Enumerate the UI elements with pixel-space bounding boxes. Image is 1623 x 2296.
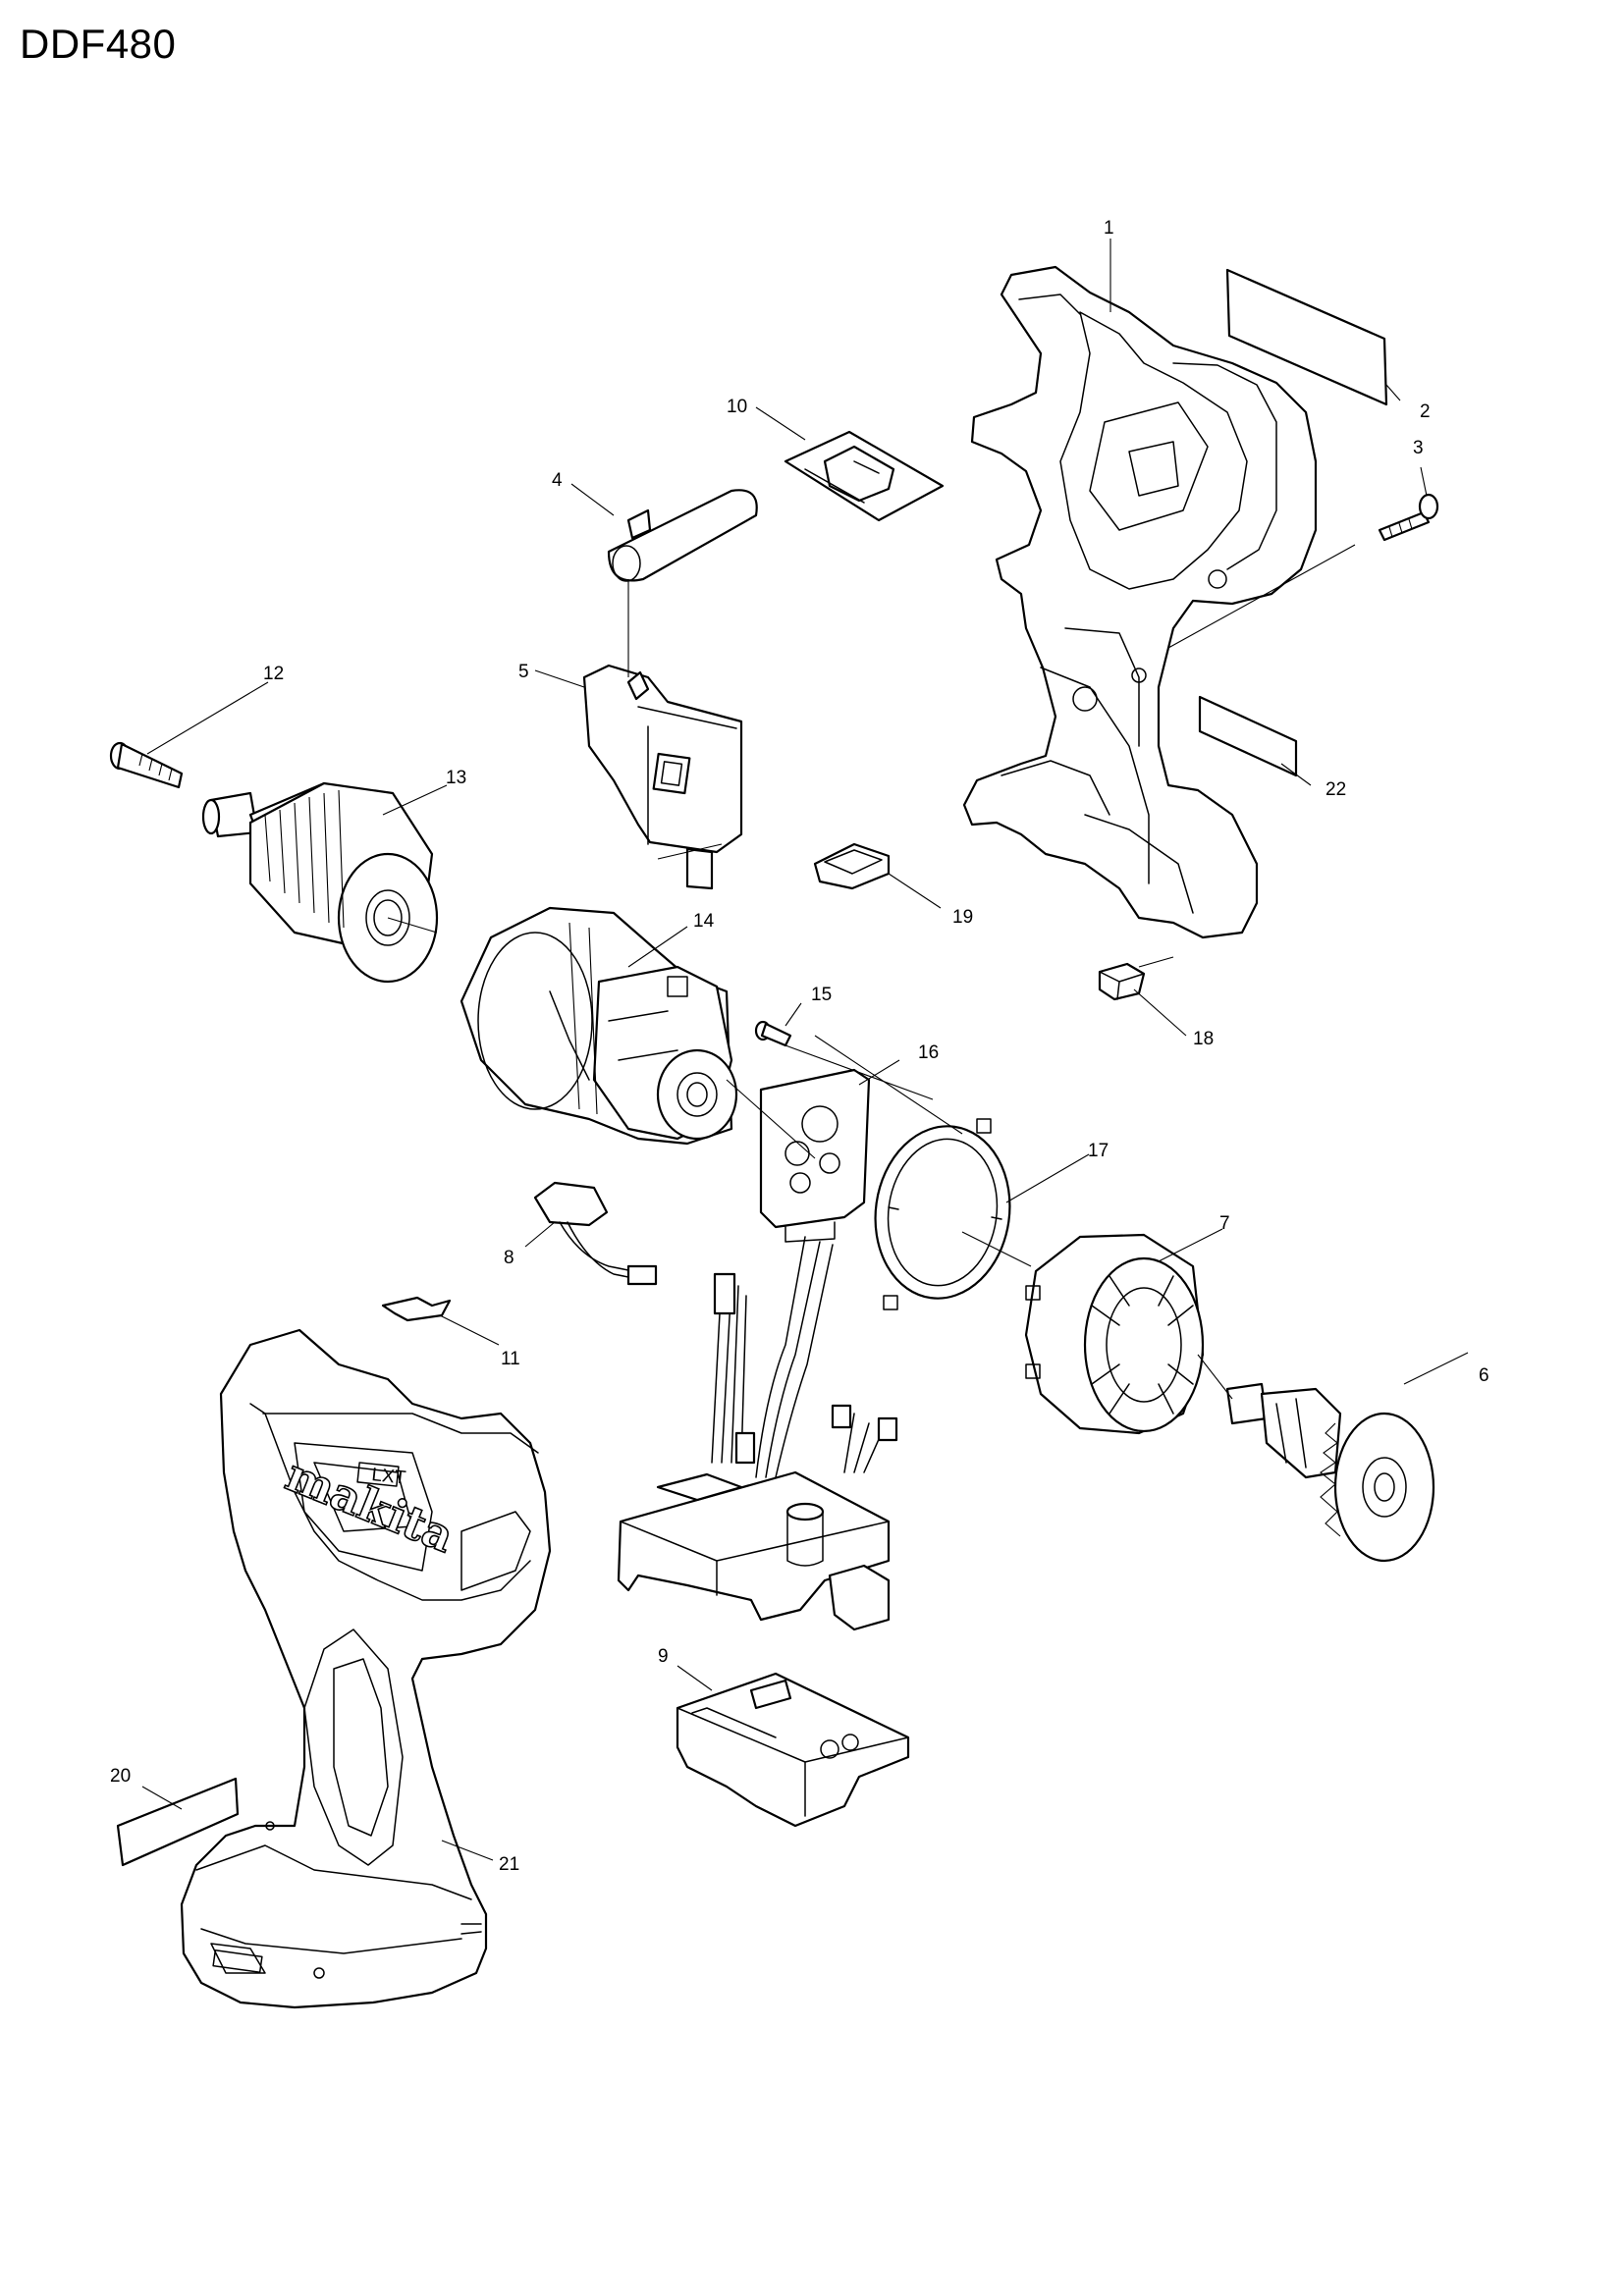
part-14-gear-assembly	[460, 906, 738, 1146]
voltage-badge-text: LXT	[370, 1465, 406, 1489]
leader-10	[755, 406, 806, 441]
callout-5: 5	[518, 662, 529, 682]
part-4-switch-lever	[607, 489, 758, 582]
leader-19	[888, 873, 942, 909]
callout-4: 4	[552, 470, 563, 491]
leader-20	[141, 1786, 183, 1810]
callout-20: 20	[110, 1766, 131, 1787]
callout-7: 7	[1219, 1213, 1230, 1234]
leader-14	[627, 926, 688, 968]
callout-8: 8	[504, 1248, 514, 1268]
part-11-insulation-plate	[381, 1296, 452, 1322]
leader-21	[441, 1840, 494, 1861]
callout-17: 17	[1088, 1141, 1109, 1161]
leader-17	[1005, 1153, 1090, 1203]
controller-assembly	[617, 1236, 898, 1631]
leader-12	[146, 681, 269, 755]
leader-15	[784, 1002, 802, 1027]
leader-22	[1280, 763, 1312, 786]
callout-11: 11	[501, 1349, 520, 1369]
callout-14: 14	[693, 911, 715, 932]
leader-18	[1133, 988, 1187, 1037]
callout-15: 15	[811, 985, 832, 1005]
part-19-cap	[813, 842, 891, 890]
leader-3	[1420, 466, 1428, 497]
leader-6	[1403, 1352, 1469, 1385]
part-9-terminal	[676, 1672, 910, 1828]
part-16-baffle-plate	[759, 1068, 871, 1243]
part-17-sensor-ring	[874, 1118, 1011, 1310]
callout-18: 18	[1193, 1029, 1214, 1049]
leader-5	[534, 669, 585, 688]
part-7-stator	[1024, 1233, 1205, 1435]
callout-2: 2	[1420, 401, 1431, 422]
leader-4	[570, 483, 615, 516]
callout-19: 19	[952, 907, 973, 928]
callout-12: 12	[263, 664, 284, 684]
part-5-switch	[582, 664, 743, 890]
leader-2	[1385, 384, 1401, 401]
part-3-screw	[1378, 493, 1439, 542]
leader-11	[439, 1314, 500, 1346]
callout-6: 6	[1479, 1365, 1489, 1386]
callout-labels: 1 2 3 4 5 6 7 8 9 10 11 12 13 14 15 16 1…	[110, 218, 1489, 1875]
leader-8	[524, 1221, 556, 1248]
part-1-housing-half	[962, 265, 1318, 939]
part-20-label	[116, 1777, 240, 1867]
leader-lines	[141, 239, 1469, 1861]
page-title: DDF480	[20, 21, 177, 67]
part-21-housing-set: makita LXT	[180, 1328, 552, 2009]
callout-10: 10	[727, 397, 747, 417]
callout-21: 21	[499, 1854, 519, 1875]
part-10-reversing-switch	[784, 430, 945, 522]
callout-22: 22	[1325, 779, 1346, 800]
part-22-label	[1198, 695, 1298, 777]
part-12-screw	[109, 741, 184, 789]
leader-7	[1158, 1228, 1223, 1262]
part-18-clip	[1098, 962, 1146, 1001]
part-2-label	[1225, 268, 1388, 406]
callout-16: 16	[918, 1042, 939, 1063]
part-8-led-circuit	[533, 1181, 658, 1286]
callout-3: 3	[1413, 438, 1424, 458]
callout-1: 1	[1104, 218, 1114, 239]
leader-16	[858, 1059, 900, 1086]
callout-13: 13	[446, 768, 466, 788]
leader-9	[676, 1665, 713, 1691]
part-6-rotor	[1225, 1382, 1435, 1563]
callout-9: 9	[658, 1646, 669, 1667]
part-13-drill-chuck	[201, 781, 439, 984]
leader-13	[382, 784, 448, 816]
